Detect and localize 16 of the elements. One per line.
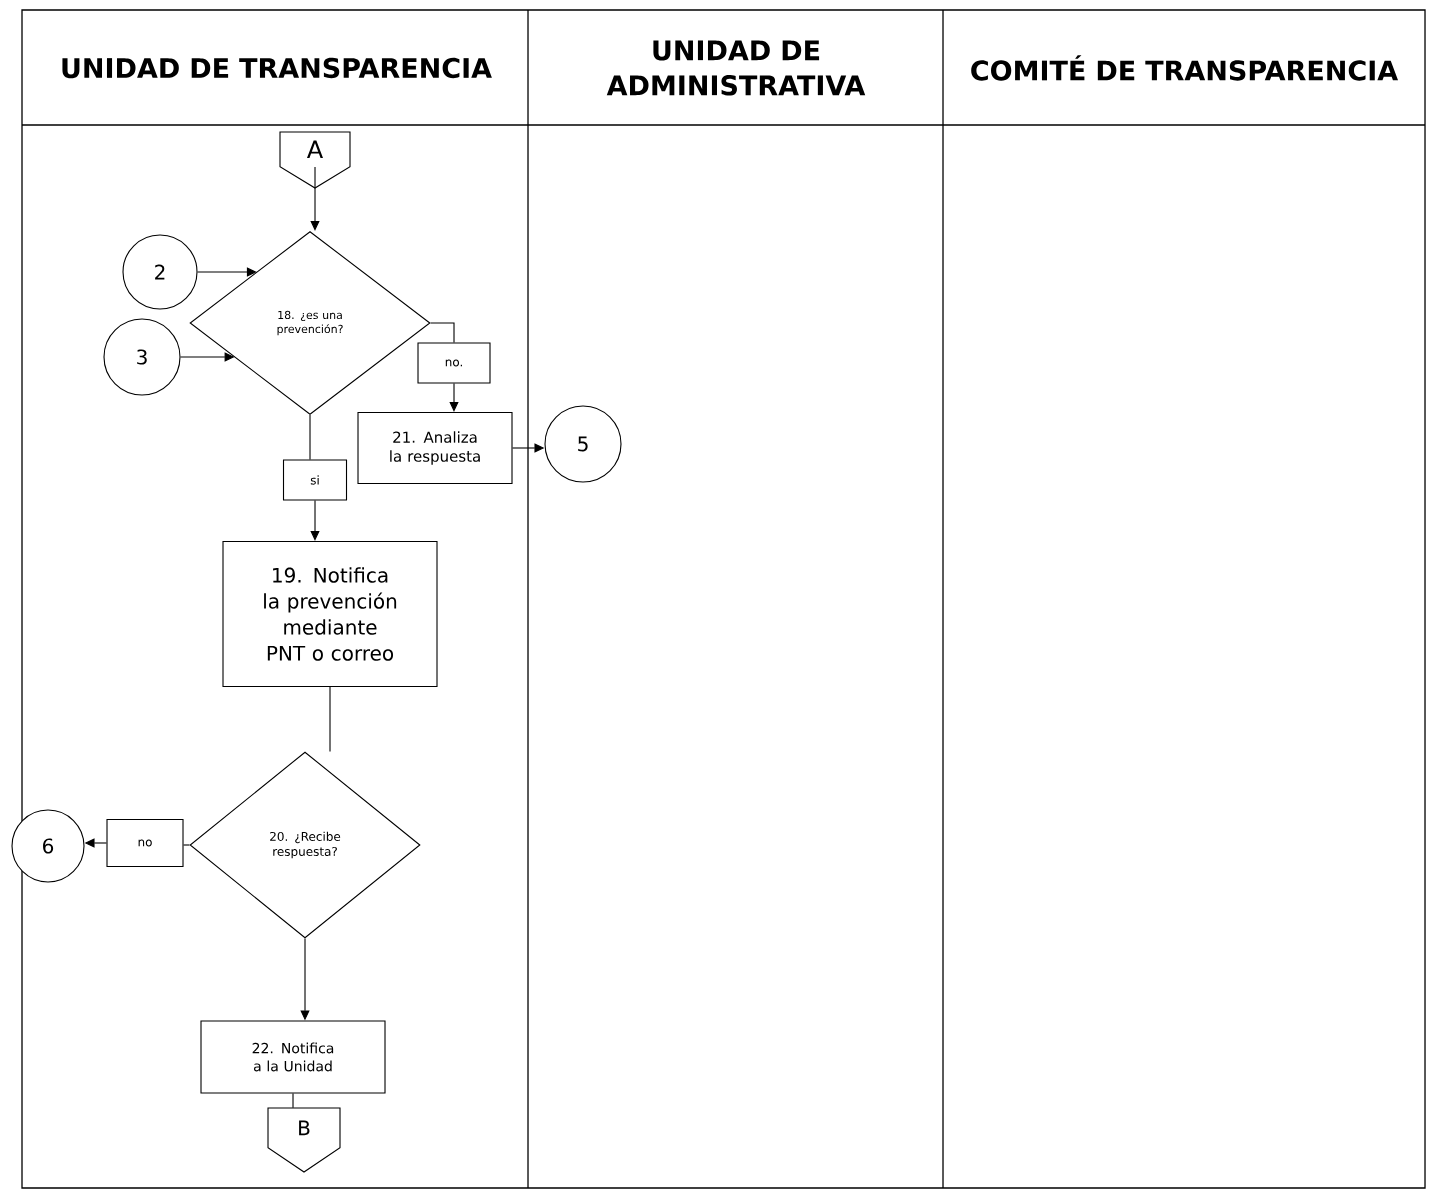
offpage-connector: A: [279, 131, 351, 189]
process-box: 19. Notifica la prevención mediante PNT o correo: [222, 540, 438, 688]
arrow: [310, 500, 320, 541]
lane-header: UNIDAD DE TRANSPARENCIA: [62, 57, 492, 79]
lane-header: COMITÉ DE TRANSPARENCIA: [971, 55, 1399, 81]
arrow: [449, 383, 459, 412]
offpage-connector: B: [267, 1107, 341, 1173]
process-box: 21. Analiza la respuesta: [357, 411, 513, 485]
arrow: [310, 166, 320, 231]
arrow: [197, 267, 257, 277]
arrow: [430, 322, 455, 343]
process-box: no.: [417, 342, 491, 384]
process-box: 22. Notifica a la Unidad: [200, 1020, 386, 1094]
process-box: no: [106, 818, 184, 868]
lane-header: UNIDAD DE ADMINISTRATIVA: [606, 40, 866, 96]
process-box: si: [282, 459, 348, 501]
